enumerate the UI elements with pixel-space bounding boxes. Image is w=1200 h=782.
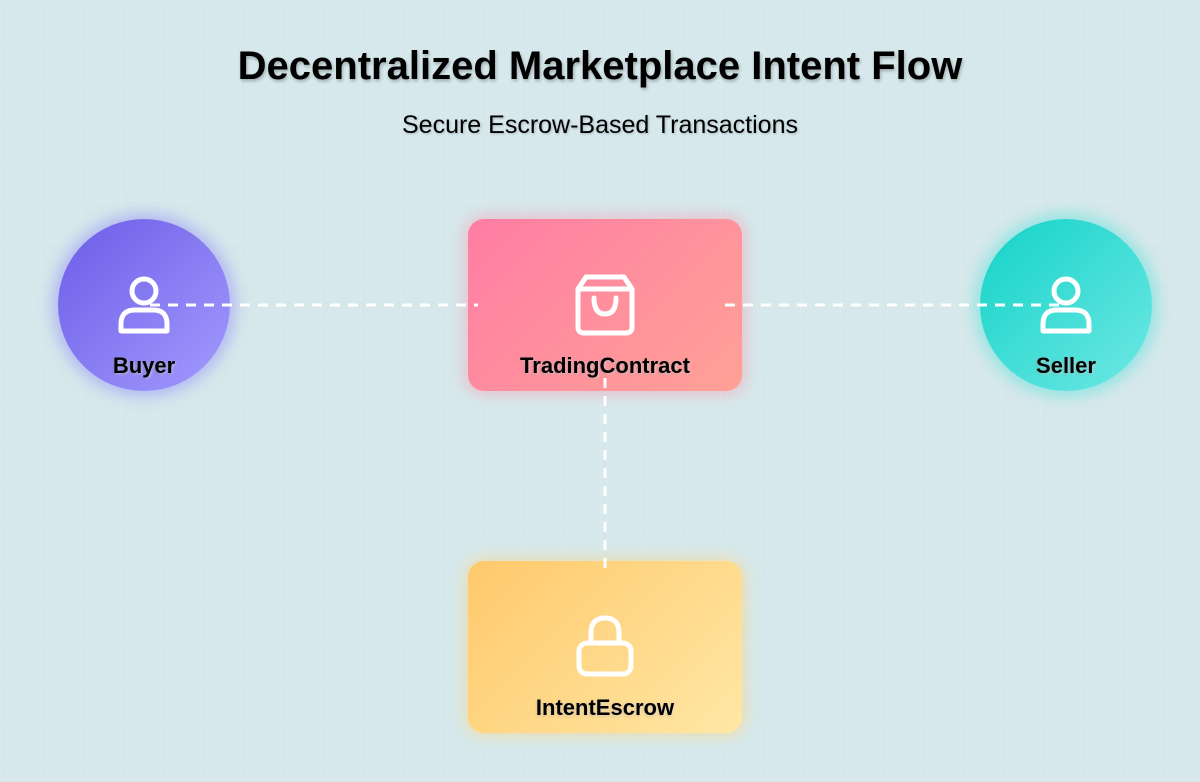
intent-escrow-label: IntentEscrow (535, 695, 675, 720)
seller-label: Seller (1036, 353, 1096, 378)
trading-contract-node[interactable]: TradingContract (468, 219, 742, 391)
seller-node[interactable]: Seller (980, 219, 1152, 391)
page-subtitle: Secure Escrow-Based Transactions (401, 111, 798, 139)
user-icon (116, 273, 172, 340)
trading-contract-label: TradingContract (520, 353, 690, 378)
shopping-bag-icon (574, 271, 636, 342)
buyer-label: Buyer (112, 353, 176, 378)
intent-escrow-node[interactable]: IntentEscrow (468, 561, 742, 733)
lock-icon (575, 613, 635, 684)
buyer-node[interactable]: Buyer (58, 219, 230, 391)
user-icon (1038, 273, 1094, 340)
page-title: Decentralized Marketplace Intent Flow (237, 44, 963, 88)
